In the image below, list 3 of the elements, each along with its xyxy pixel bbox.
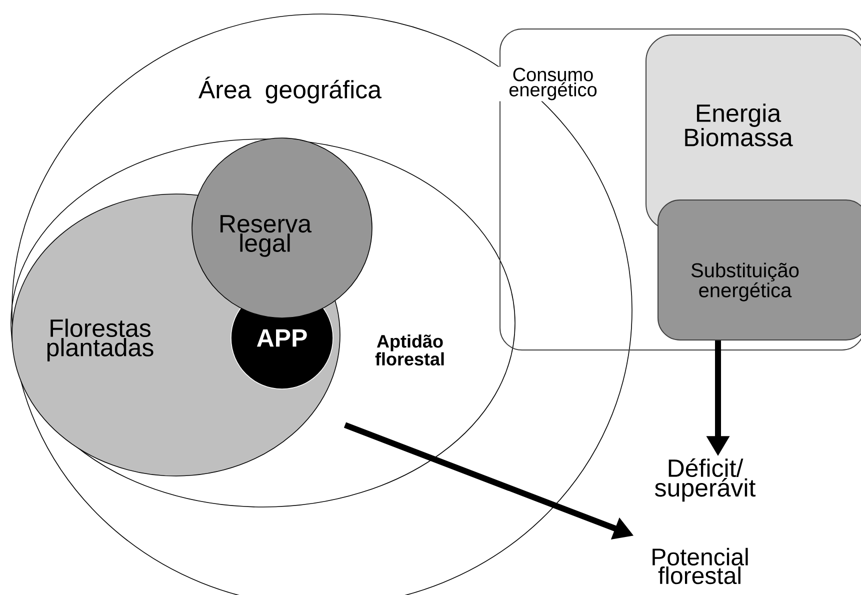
result-label: Déficit/ superávit xyxy=(654,458,756,502)
result-label: Potencial florestal xyxy=(652,548,748,584)
circle-area: Reserva legal xyxy=(192,138,372,318)
